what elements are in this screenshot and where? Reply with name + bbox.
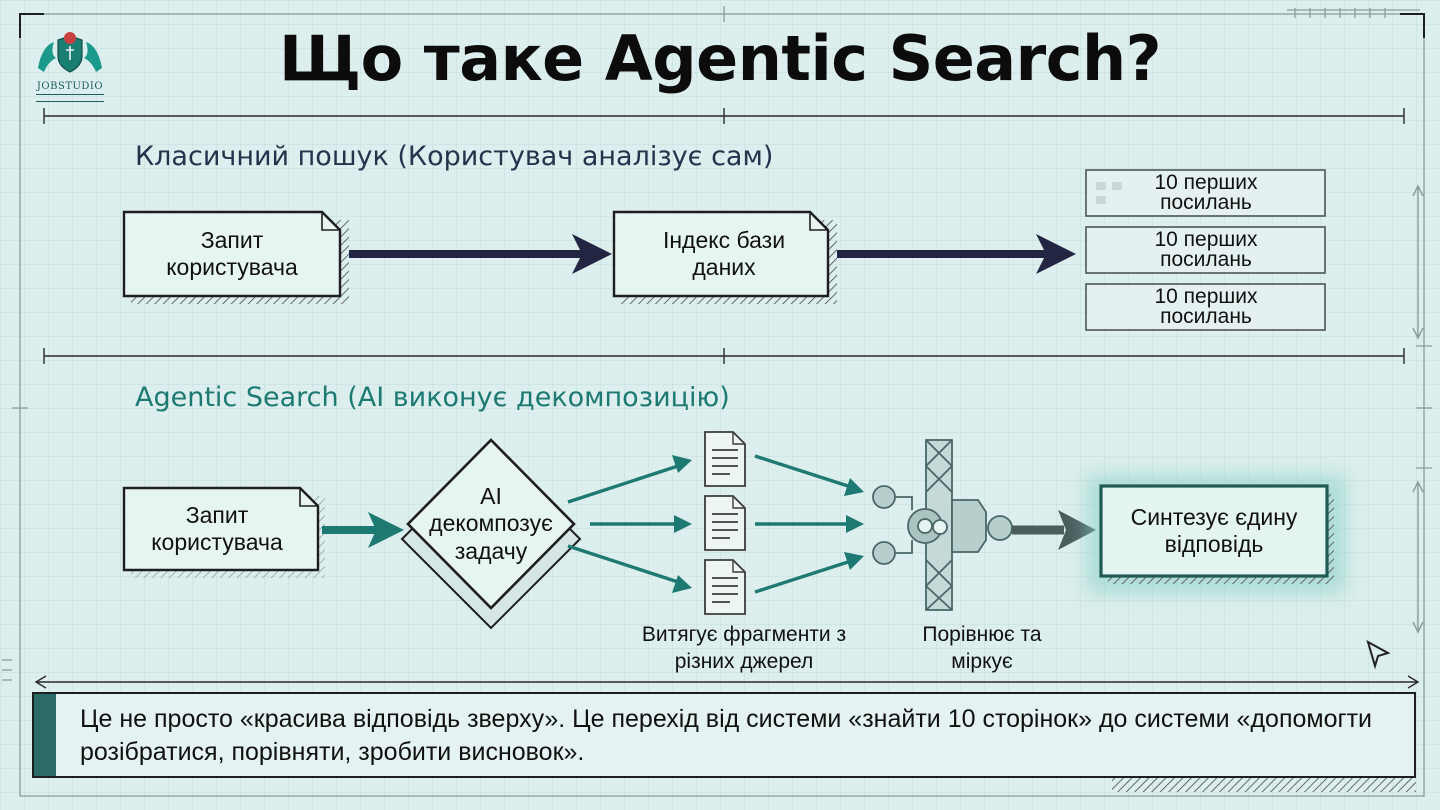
classic-result-1: 10 перших посилань (1154, 171, 1258, 214)
converge-arrows (754, 454, 864, 594)
document-icons (704, 431, 746, 615)
fanout-arrows (567, 455, 692, 593)
agentic-query-label: Запит користувача (151, 501, 283, 555)
document-icon (704, 495, 746, 551)
classic-index-label: Індекс бази даних (662, 226, 786, 280)
classic-result-2: 10 перших посилань (1154, 228, 1258, 271)
cursor-icon (1366, 639, 1391, 670)
classic-arrow-2 (837, 234, 1076, 274)
compare-caption: Порівнює та міркує (922, 623, 1042, 673)
page-title: Що таке Agentic Search? (278, 22, 1162, 95)
decompose-diamond (400, 438, 582, 630)
document-icon (704, 559, 746, 615)
synthesis-label: Синтезує єдину відповідь (1130, 503, 1298, 557)
frame-corners (19, 13, 1425, 38)
footer-text: Це не просто «красива відповідь зверху».… (80, 705, 1373, 767)
classic-arrow-1 (349, 234, 612, 274)
classic-query-node (122, 210, 349, 304)
dimension-lines (34, 108, 1424, 689)
extract-caption: Витягує фрагменти з різних джерел (641, 623, 847, 673)
decompose-label: AI декомпозує задачу (429, 483, 553, 564)
logo-name: JOBSTUDIO (36, 81, 104, 92)
classic-results (1085, 169, 1326, 331)
agentic-arrow-final (1012, 510, 1096, 550)
synthesis-node (1086, 474, 1346, 594)
classic-result-3: 10 перших посилань (1154, 285, 1258, 328)
agentic-heading: Agentic Search (AI виконує декомпозицію) (135, 382, 730, 413)
footer-note: Це не просто «красива відповідь зверху».… (32, 692, 1416, 778)
classic-query-label: Запит користувача (166, 226, 298, 280)
logo-tagline-lines (36, 94, 104, 102)
logo: JOBSTUDIO (30, 28, 110, 102)
classic-heading: Класичний пошук (Користувач аналізує сам… (135, 141, 774, 172)
document-icon (704, 431, 746, 487)
compare-machine-icon (872, 439, 1013, 611)
classic-index-node (612, 210, 837, 304)
logo-crest-icon (38, 32, 102, 73)
footer-hatch (1112, 778, 1416, 792)
blueprint-frame (2, 6, 1432, 797)
agentic-arrow-1 (322, 512, 404, 548)
agentic-query-node (122, 486, 325, 578)
footer-accent-bar (34, 694, 56, 776)
